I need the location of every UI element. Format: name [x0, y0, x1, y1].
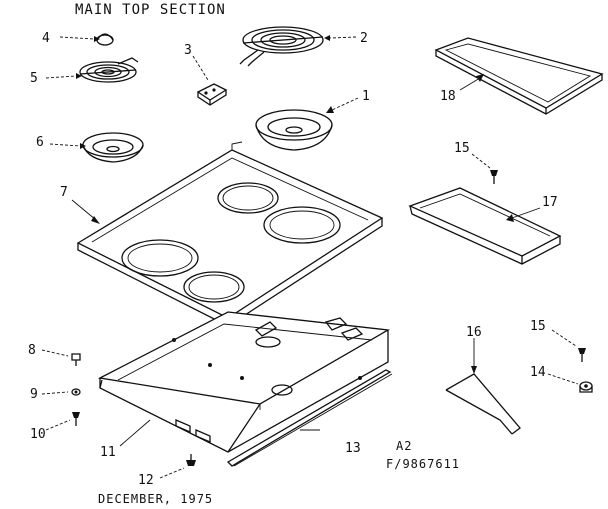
part-17-bracket [408, 187, 562, 265]
label-part-9: 9 [30, 387, 38, 402]
part-7-main-top [71, 141, 384, 331]
label-part-10: 10 [30, 427, 46, 442]
part-3-terminal-block [192, 55, 228, 106]
diagram-title: MAIN TOP SECTION [75, 2, 226, 18]
part-14-clip [547, 373, 593, 393]
footer-date: DECEMBER, 1975 [98, 492, 213, 506]
label-part-18: 18 [440, 89, 456, 104]
label-part-2: 2 [360, 31, 368, 46]
part-8-screw [41, 349, 81, 366]
label-part-3: 3 [184, 43, 192, 58]
part-5-small-element [45, 57, 139, 83]
footer-code: A2 [396, 439, 412, 453]
label-part-17: 17 [542, 195, 558, 210]
label-part-13: 13 [345, 441, 361, 456]
part-9-screw [41, 388, 81, 396]
part-1-large-drip-bowl [255, 97, 359, 151]
label-part-15-top: 15 [454, 141, 470, 156]
label-part-4: 4 [42, 31, 50, 46]
part-18-cover-panel [434, 37, 604, 115]
label-part-8: 8 [28, 343, 36, 358]
part-15-screw-lower [551, 329, 586, 362]
part-10-screw [45, 412, 80, 431]
label-part-16: 16 [466, 325, 482, 340]
label-part-12: 12 [138, 473, 154, 488]
part-11-burner-box [97, 311, 391, 453]
part-2-large-element [239, 26, 357, 67]
part-16-wire-bracket [445, 338, 521, 435]
part-15-screw-top [471, 153, 498, 184]
label-part-6: 6 [36, 135, 44, 150]
part-4-cap [59, 33, 114, 46]
label-part-11: 11 [100, 445, 116, 460]
part-12-screw [159, 454, 196, 479]
part-6-small-drip-bowl [49, 132, 144, 163]
label-part-5: 5 [30, 71, 38, 86]
part-13-trim-strip [226, 369, 393, 467]
label-part-1: 1 [362, 89, 370, 104]
label-part-15-lower: 15 [530, 319, 546, 334]
footer-model: F/9867611 [386, 457, 460, 471]
label-part-14: 14 [530, 365, 546, 380]
label-part-7: 7 [60, 185, 68, 200]
